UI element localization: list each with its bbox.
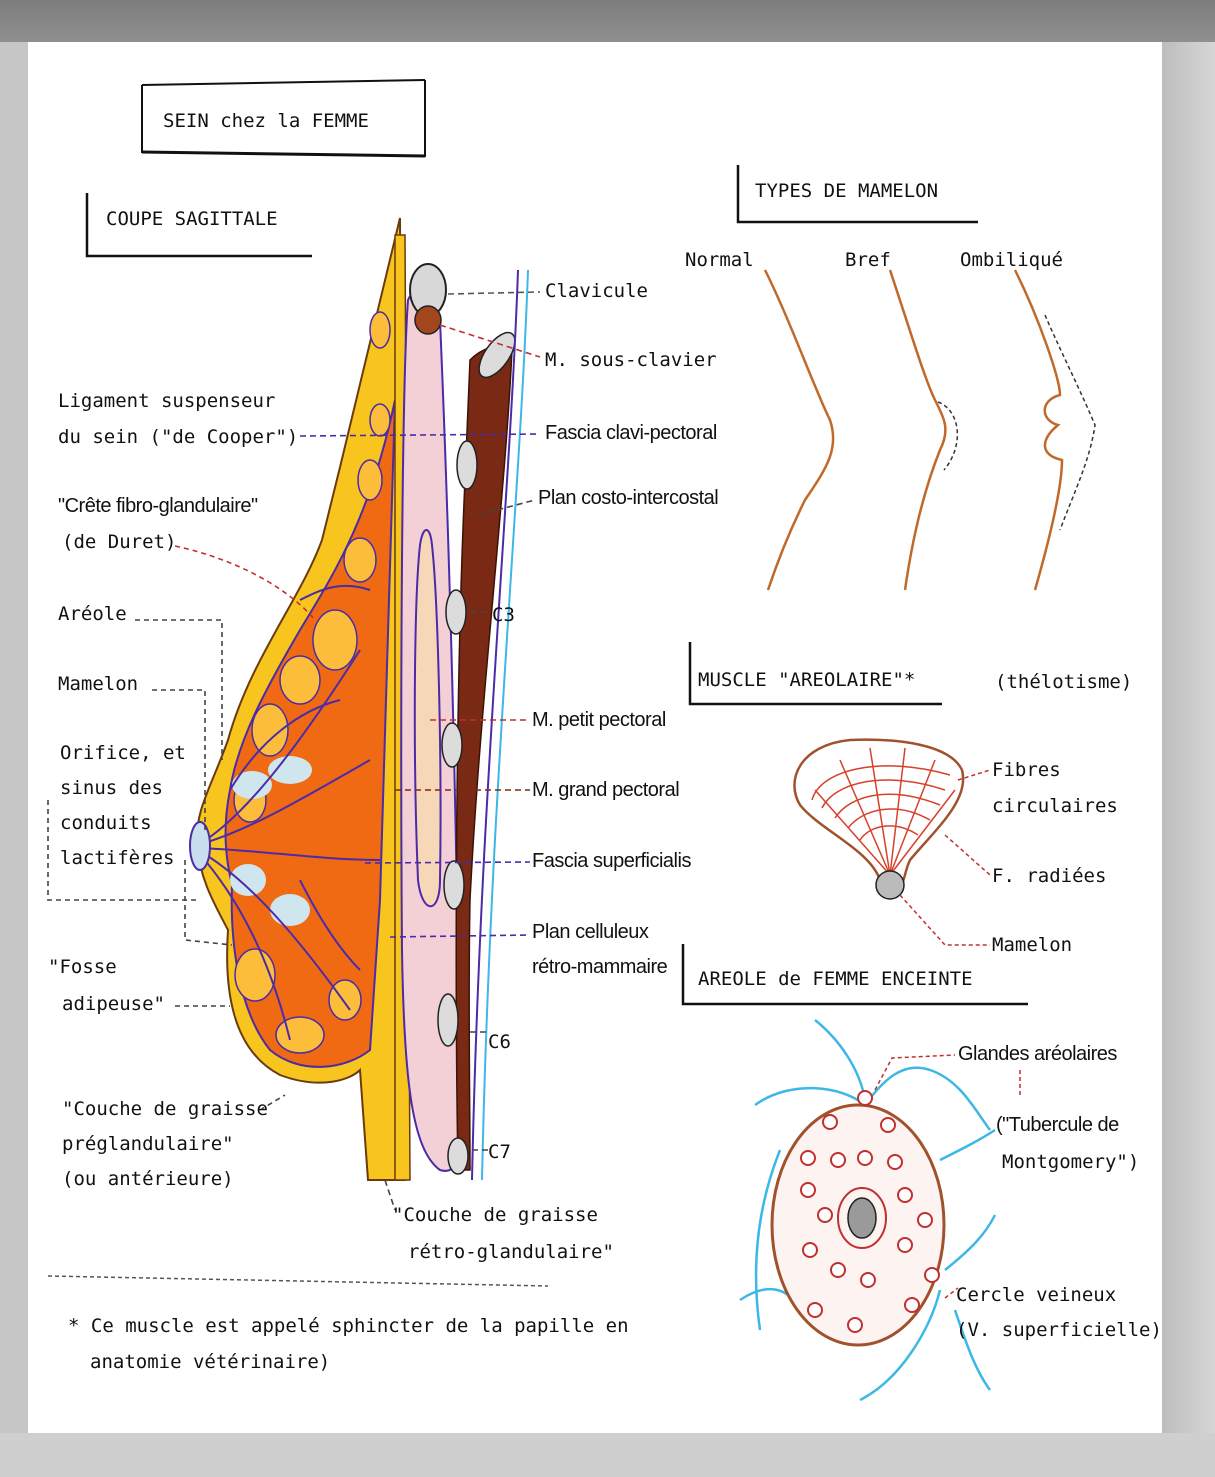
nipple-section xyxy=(190,822,210,870)
label-c6: C6 xyxy=(488,1030,511,1054)
label-ombilique: Ombiliqué xyxy=(960,248,1063,272)
label-c7: C7 xyxy=(488,1140,511,1164)
label-sous-clavier: M. sous-clavier xyxy=(545,348,717,372)
label-tubercule-1: ("Tubercule de xyxy=(996,1113,1119,1137)
coupe-title: COUPE SAGITTALE xyxy=(106,208,278,230)
label-couche-3: (ou antérieure) xyxy=(62,1167,234,1191)
label-plan-celluleux-2: rétro-mammaire xyxy=(532,955,667,979)
sagittal-section-drawing xyxy=(48,218,540,1210)
label-orifice-3: conduits xyxy=(60,811,152,835)
nipple-ombilique-curve xyxy=(1015,270,1062,590)
label-retro-1: "Couche de graisse xyxy=(392,1203,598,1227)
label-fibres-2: circulaires xyxy=(992,794,1118,818)
label-fosse-2: adipeuse" xyxy=(62,992,165,1016)
label-ligament-2: du sein ("de Cooper") xyxy=(58,425,298,449)
radial-fibres xyxy=(815,748,955,875)
label-crete-1: "Crête fibro-glandulaire" xyxy=(58,494,258,518)
areole-title: AREOLE de FEMME ENCEINTE xyxy=(698,968,973,990)
pregnant-areola-drawing xyxy=(740,1020,1020,1400)
muscle-nipple xyxy=(876,871,904,899)
label-petit-pectoral: M. petit pectoral xyxy=(532,708,666,732)
label-radiees: F. radiées xyxy=(992,864,1106,888)
label-fosse-1: "Fosse xyxy=(48,955,117,979)
label-areole: Aréole xyxy=(58,602,127,626)
muscle-outline xyxy=(794,740,963,888)
nipple-types-dashed xyxy=(938,315,1095,530)
label-normal: Normal xyxy=(685,248,754,272)
nipple-normal-curve xyxy=(765,270,833,590)
label-orifice-4: lactifères xyxy=(60,846,174,870)
label-crete-2: (de Duret) xyxy=(62,530,176,554)
subclavius xyxy=(415,306,441,334)
label-bref: Bref xyxy=(845,248,891,272)
nipple-types-drawing xyxy=(765,270,1062,590)
nipple-bref-curve xyxy=(890,270,945,590)
main-title: SEIN chez la FEMME xyxy=(163,110,369,132)
label-grand-pectoral: M. grand pectoral xyxy=(532,778,679,802)
label-fascia-superficialis: Fascia superficialis xyxy=(532,849,691,873)
label-orifice-1: Orifice, et xyxy=(60,741,186,765)
label-fibres-1: Fibres xyxy=(992,758,1061,782)
label-c3: C3 xyxy=(492,603,515,627)
label-couche-1: "Couche de graisse xyxy=(62,1097,268,1121)
label-couche-2: préglandulaire" xyxy=(62,1132,234,1156)
label-glandes: Glandes aréolaires xyxy=(958,1042,1117,1066)
label-mamelon: Mamelon xyxy=(58,672,138,696)
circular-fibres xyxy=(812,766,950,840)
label-orifice-2: sinus des xyxy=(60,776,163,800)
footnote-line-2: anatomie vétérinaire) xyxy=(90,1350,330,1374)
label-retro-2: rétro-glandulaire" xyxy=(408,1240,614,1264)
label-ligament-1: Ligament suspenseur xyxy=(58,389,275,413)
footnote-line-1: * Ce muscle est appelé sphincter de la p… xyxy=(68,1314,629,1338)
label-mamelon-muscle: Mamelon xyxy=(992,933,1072,957)
types-title: TYPES DE MAMELON xyxy=(755,180,938,202)
label-fascia-clavi: Fascia clavi-pectoral xyxy=(545,421,717,445)
label-clavicule: Clavicule xyxy=(545,279,648,303)
central-nipple-core xyxy=(848,1198,876,1238)
muscle-title: MUSCLE "AREOLAIRE"* xyxy=(698,669,915,691)
label-tubercule-2: Montgomery") xyxy=(1002,1150,1139,1174)
label-plan-costo: Plan costo-intercostal xyxy=(538,486,718,510)
label-cercle-1: Cercle veineux xyxy=(956,1283,1116,1307)
muscle-note: (thélotisme) xyxy=(995,671,1132,693)
footnote-divider xyxy=(48,1276,548,1286)
label-cercle-2: (V. superficielle) xyxy=(956,1318,1162,1342)
label-plan-celluleux-1: Plan celluleux xyxy=(532,920,648,944)
areolar-muscle-drawing xyxy=(794,740,990,945)
